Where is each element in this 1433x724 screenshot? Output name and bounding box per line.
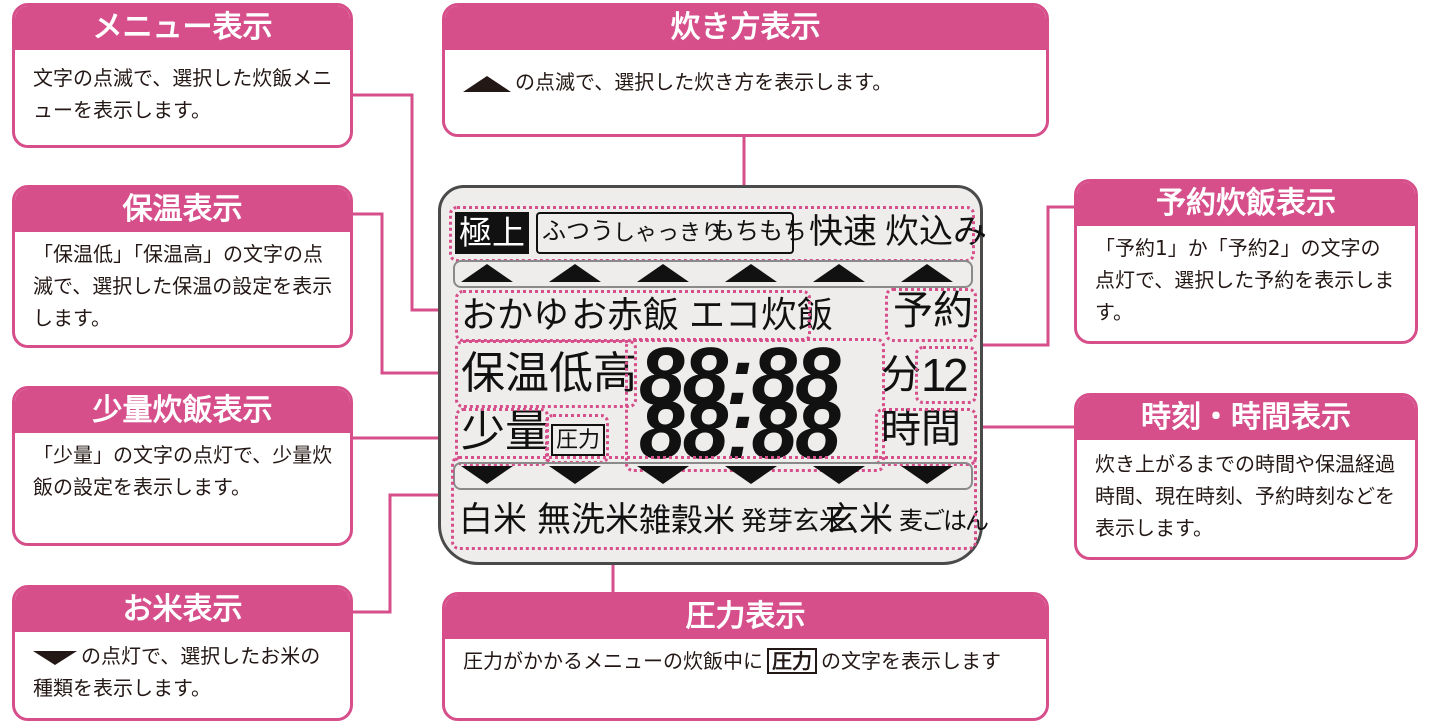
yoyaku-num-1: 1 — [921, 349, 947, 401]
menu-callout: メニュー表示 文字の点滅で、選択した炊飯メニューを表示します。 — [12, 3, 353, 148]
method-arrow-icon-3 — [637, 264, 689, 282]
menu-sekihan: お赤飯 — [571, 294, 680, 335]
jikan-label: 時間 — [881, 407, 961, 451]
rice-arrow-icon-4 — [725, 466, 777, 484]
menu-okayu: おかゆ — [461, 294, 570, 335]
menu-callout-body: 文字の点滅で、選択した炊飯メニューを表示します。 — [33, 66, 333, 122]
yoyaku-num-highlight — [915, 346, 977, 404]
cooking-method-callout: 炊き方表示 の点滅で、選択した炊き方を表示します。 — [442, 3, 1049, 137]
small-amount-callout-body: 「少量」の文字の点灯で、少量炊飯の設定を表示します。 — [33, 443, 333, 499]
mode-shakkiri: しゃっきり — [613, 220, 724, 245]
keep-warm-callout-title: 保温表示 — [15, 188, 350, 232]
rice-arrow-icon-5 — [813, 466, 865, 484]
method-arrow-icon-2 — [549, 264, 601, 282]
hoon-highlight — [455, 340, 637, 408]
rice-type-callout-title: お米表示 — [15, 588, 350, 632]
yoyaku-label: 予約 — [893, 289, 973, 333]
keep-warm-callout-body: 「保温低」「保温高」の文字の点滅で、選択した保温の設定を表示します。 — [33, 242, 333, 330]
keep-warm-callout: 保温表示 「保温低」「保温高」の文字の点滅で、選択した保温の設定を表示します。 — [12, 185, 353, 348]
cooking-method-callout-title: 炊き方表示 — [445, 6, 1046, 50]
mode-kaisoku: 快速 — [809, 213, 877, 251]
pressure-callout-body: 圧力がかかるメニューの炊飯中に圧力の文字を表示します — [445, 639, 1046, 677]
timer-callout-body: 「予約1」か「予約2」の文字の点灯で、選択した予約を表示します。 — [1095, 236, 1395, 324]
rice-genmai: 玄米 — [825, 501, 893, 539]
menu-callout-title: メニュー表示 — [15, 6, 350, 50]
timer-callout: 予約炊飯表示 「予約1」か「予約2」の文字の点灯で、選択した予約を表示します。 — [1074, 179, 1418, 344]
yoyaku-highlight — [885, 288, 977, 342]
atsuryoku-label: 圧力 — [551, 424, 606, 456]
time-callout-body: 炊き上がるまでの時間や保温経過時間、現在時刻、予約時刻などを表示します。 — [1095, 452, 1395, 540]
rice-arrow-icon-1 — [461, 466, 513, 484]
pressure-callout: 圧力表示 圧力がかかるメニューの炊飯中に圧力の文字を表示します — [442, 592, 1049, 721]
mode-row-highlight — [449, 206, 975, 262]
rice-arrow-icon-3 — [637, 466, 689, 484]
small-amount-callout: 少量炊飯表示 「少量」の文字の点灯で、少量炊飯の設定を表示します。 — [12, 386, 353, 546]
method-arrow-strip — [453, 260, 973, 288]
rice-type-callout: お米表示 の点灯で、選択したお米の種類を表示します。 — [12, 585, 353, 721]
rice-hakumai: 白米 — [459, 501, 527, 539]
hoon-low-label: 低 — [549, 349, 593, 398]
mode-gokujo: 極上 — [455, 212, 529, 254]
hoon-label: 保温 — [461, 349, 549, 398]
shoryo-label: 少量 — [461, 407, 549, 456]
digits-top: 88:88 — [639, 331, 841, 422]
rice-type-callout-body-wrap: の点灯で、選択したお米の種類を表示します。 — [15, 632, 350, 704]
rice-arrow-icon-6 — [901, 466, 953, 484]
rice-row-highlight — [451, 456, 977, 550]
digits-highlight — [625, 338, 885, 472]
time-callout-title: 時刻・時間表示 — [1077, 396, 1415, 440]
cooking-method-callout-body: の点滅で、選択した炊き方を表示します。 — [515, 70, 893, 94]
rice-hatsuga: 発芽玄米 — [741, 506, 846, 536]
rice-arrow-strip — [453, 462, 973, 490]
mode-mochimochi: もちもち — [711, 218, 807, 245]
mode-group-border — [536, 212, 794, 254]
mode-futsuu: ふつう — [542, 218, 614, 245]
rice-zakkokumai: 雑穀米 — [639, 502, 736, 538]
hoon-high-label: 高 — [593, 349, 637, 398]
yoyaku-num-2: 2 — [943, 349, 969, 401]
method-arrow-icon-4 — [725, 264, 777, 282]
pressure-callout-text-after: の文字を表示します — [821, 649, 1001, 673]
lcd-panel: 極上 ふつう しゃっきり もちもち 快速 炊込み おかゆ お赤飯 エコ炊飯 予約… — [438, 185, 989, 565]
up-triangle-icon — [463, 75, 511, 92]
down-triangle-icon — [33, 650, 77, 665]
method-arrow-icon-6 — [901, 264, 953, 282]
cooking-method-callout-body-wrap: の点滅で、選択した炊き方を表示します。 — [445, 50, 1046, 98]
pressure-callout-title: 圧力表示 — [445, 595, 1046, 639]
pressure-callout-text-before: 圧力がかかるメニューの炊飯中に — [463, 649, 763, 673]
small-amount-callout-title: 少量炊飯表示 — [15, 389, 350, 433]
rice-arrow-icon-2 — [549, 466, 601, 484]
method-arrow-icon-1 — [461, 264, 513, 282]
rice-type-callout-body: の点灯で、選択したお米の種類を表示します。 — [33, 644, 321, 700]
time-callout: 時刻・時間表示 炊き上がるまでの時間や保温経過時間、現在時刻、予約時刻などを表示… — [1074, 393, 1418, 560]
jikan-highlight — [875, 408, 977, 466]
rice-musenmai: 無洗米 — [537, 501, 639, 539]
method-arrow-icon-5 — [813, 264, 865, 282]
timer-callout-title: 予約炊飯表示 — [1077, 182, 1415, 226]
mode-takikomi: 炊込み — [885, 213, 987, 251]
fun-label: 分 — [881, 353, 921, 397]
pressure-badge: 圧力 — [767, 648, 817, 674]
